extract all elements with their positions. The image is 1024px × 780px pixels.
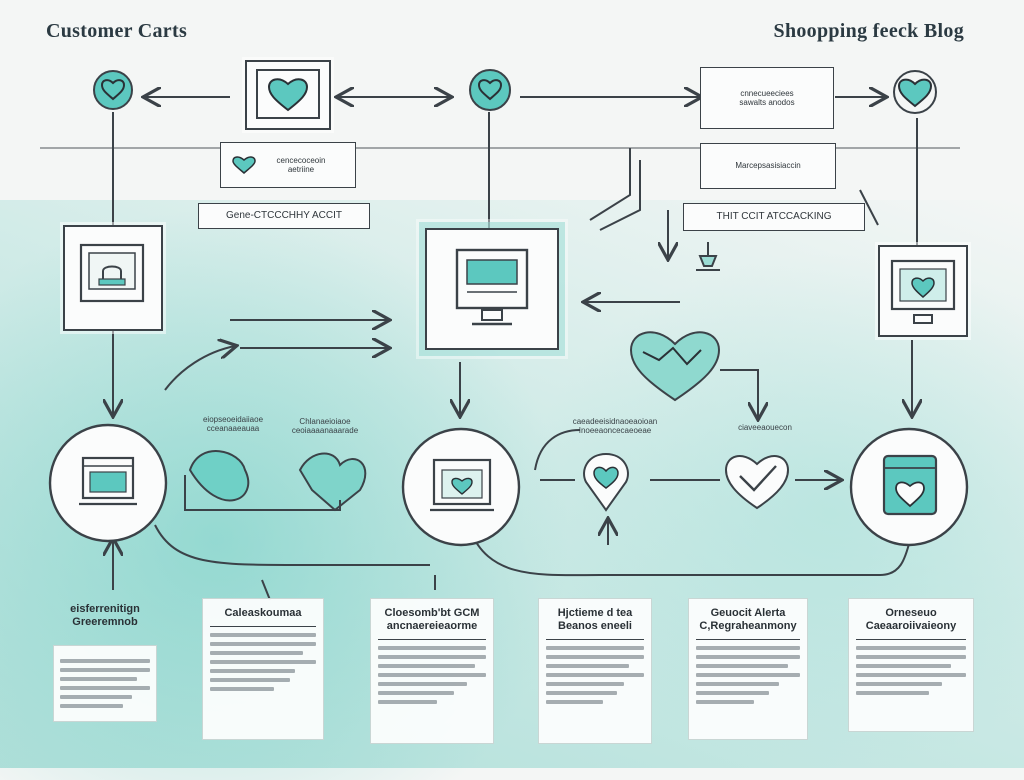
info-card-3-title: Cloesomb'bt GCM ancnaereieaorme [378,607,486,641]
text-line [378,655,486,660]
laptop-icon [48,423,168,543]
info-card-5[interactable]: Geuocit Alerta C,Regraheanmony [688,598,808,740]
check-heart-icon [724,455,790,510]
text-line [210,651,304,656]
text-line [546,673,644,678]
text-line [696,673,800,678]
text-line [546,682,625,687]
text-line [856,682,942,687]
text-line [210,660,316,665]
text-line [546,700,603,705]
text-line [60,668,150,673]
text-line [546,655,644,660]
monitor-card-left[interactable] [63,225,163,331]
monitor-icon [455,248,529,326]
customer-note-text: cencecoceoin aetriine [276,155,326,174]
info-card-1-title: eisferrenitign Greeremnob [70,603,140,629]
heart-pin-left[interactable] [88,68,138,114]
text-line [378,691,454,696]
text-line [60,686,150,691]
info-card-3[interactable]: Cloesomb'bt GCM ancnaereieaorme [370,598,494,744]
heart-card-top[interactable] [245,60,331,130]
heart-icon [93,70,133,110]
info-card-4-title: Hjctieme d tea Beanos eneeli [546,607,644,641]
text-line [696,691,769,696]
text-line [210,678,290,683]
circle-heart-right[interactable] [846,424,972,550]
text-line [210,633,316,638]
heart-pin-center[interactable] [463,66,517,114]
customer-note-box[interactable]: cencecoceoin aetriine [220,142,356,188]
info-card-2[interactable]: Caleaskoumaa [202,598,324,740]
location-pin-heart-icon [583,452,629,512]
text-line [696,700,755,705]
left-banner[interactable]: Gene-CTCCCHHY ACCIT [198,203,370,229]
text-line [60,677,137,682]
text-line [210,687,274,692]
marketing-message-text: Marcepsasisiaccin [735,161,801,171]
text-line [546,664,630,669]
monitor-icon [890,259,956,324]
info-card-2-title: Caleaskoumaa [210,607,316,628]
heart-icon [893,70,937,114]
text-line [378,682,467,687]
marketing-message-box[interactable]: Marcepsasisiaccin [700,143,836,189]
right-banner[interactable]: THIT CCIT ATCCACKING [683,203,865,231]
text-line [378,646,486,651]
note-left-a: eiopseoeidaiiaoe cceanaaeauaa [202,415,264,433]
text-line [60,695,132,700]
text-line [856,673,966,678]
info-card-5-title: Geuocit Alerta C,Regraheanmony [696,607,800,641]
monitor-card-center[interactable] [425,228,559,350]
wrench-icon [696,242,720,271]
text-line [696,664,788,669]
info-card-6[interactable]: Orneseuo Caeaaroiivaieony [848,598,974,732]
note-right: ciaveeaouecon [738,423,792,432]
left-banner-text: Gene-CTCCCHHY ACCIT [226,210,342,222]
note-left-b: Chlanaeioiaoe ceoiaaaanaaarade [291,417,359,435]
heart-icon [232,156,256,174]
info-card-1[interactable]: eisferrenitign Greeremnob [46,595,164,735]
right-banner-text: THIT CCIT ATCCACKING [716,211,832,223]
info-card-1-body [53,645,157,723]
info-card-6-title: Orneseuo Caeaaroiivaieony [856,607,966,641]
text-line [546,691,617,696]
monitor-card-right[interactable] [878,245,968,337]
heart-icon [469,69,511,111]
text-line [696,655,800,660]
heart-pin-right[interactable] [886,66,944,118]
text-line [60,704,123,709]
heart-icon [629,331,721,402]
laptop-icon [401,427,521,547]
note-center: caeadeeisidnaoeaoioan Inoeeaoncecaeoeae [572,417,658,435]
feedback-message-text: cnnecueeciees sawalts anodos [739,88,795,107]
text-line [696,646,800,651]
text-line [546,646,644,651]
text-line [856,691,929,696]
text-line [210,669,295,674]
diagram-title-right: Shoopping feeck Blog [773,20,964,42]
heart-icon [256,69,320,119]
text-line [856,655,966,660]
circle-laptop-center[interactable] [398,424,524,550]
feedback-message-box[interactable]: cnnecueeciees sawalts anodos [700,67,834,129]
text-line [378,700,438,705]
text-line [378,664,476,669]
monitor-icon [79,243,145,303]
text-line [696,682,780,687]
text-line [378,673,486,678]
diagram-title-left: Customer Carts [46,20,188,42]
heart-icon [849,427,969,547]
text-line [856,646,966,651]
circle-laptop-left[interactable] [45,420,171,546]
text-line [856,664,951,669]
text-line [60,659,150,664]
info-card-4[interactable]: Hjctieme d tea Beanos eneeli [538,598,652,744]
text-line [210,642,316,647]
